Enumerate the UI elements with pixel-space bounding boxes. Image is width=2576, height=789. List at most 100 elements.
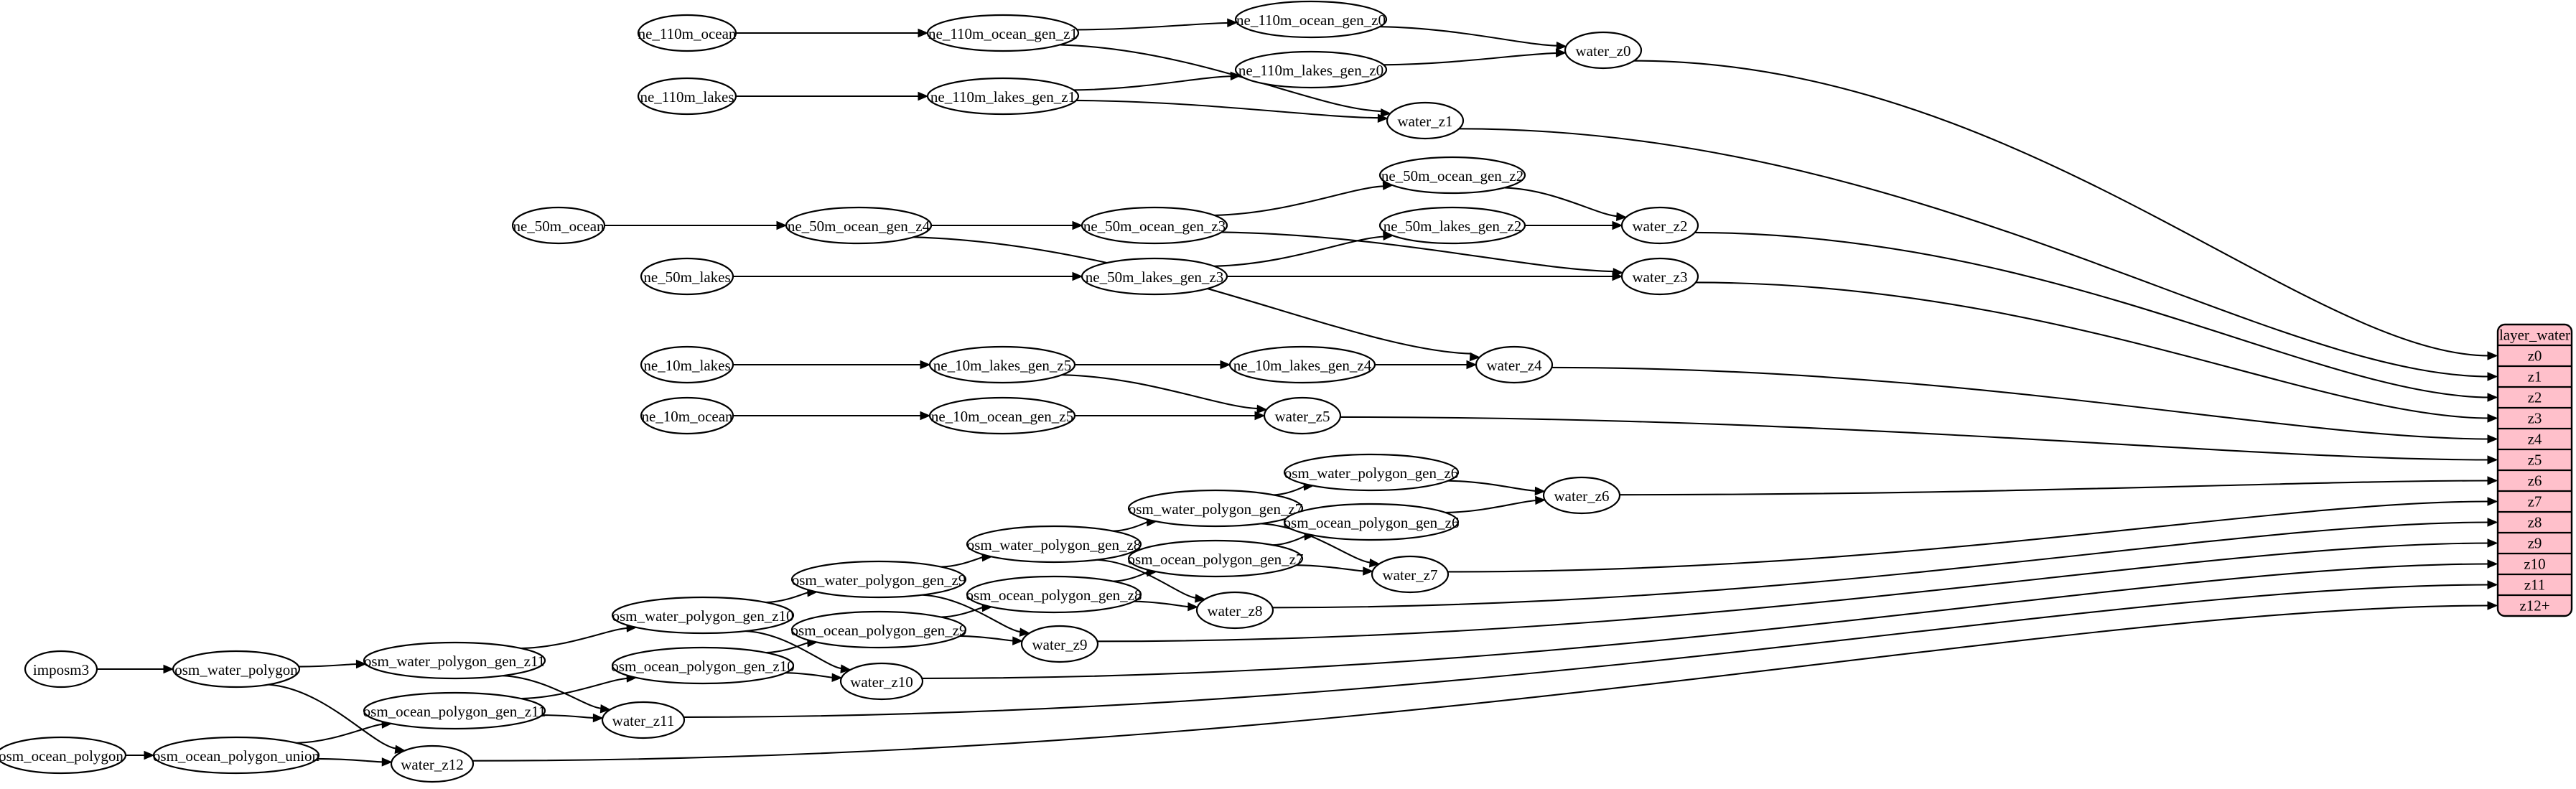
node-label: osm_water_polygon_gen_z9 — [792, 571, 966, 589]
node-ne_110m_ocean_gen_z1[interactable]: ne_110m_ocean_gen_z1 — [926, 14, 1080, 52]
node-osm_water_polygon_gen_z10[interactable]: osm_water_polygon_gen_z10 — [611, 596, 795, 635]
node-ne_50m_lakes_gen_z2[interactable]: ne_50m_lakes_gen_z2 — [1378, 206, 1526, 245]
record-row-z4[interactable]: z4 — [2528, 431, 2542, 448]
node-water_z2[interactable]: water_z2 — [1620, 206, 1699, 245]
edge-osm_water_polygon_gen_z11-to-water_z11 — [503, 675, 612, 714]
node-water_z5[interactable]: water_z5 — [1263, 396, 1342, 435]
node-osm_water_polygon_gen_z9[interactable]: osm_water_polygon_gen_z9 — [790, 560, 967, 599]
node-label: osm_ocean_polygon_union — [153, 747, 320, 765]
node-ne_110m_ocean[interactable]: ne_110m_ocean — [637, 14, 737, 52]
node-ne_10m_lakes[interactable]: ne_10m_lakes — [640, 345, 734, 384]
node-label: water_z6 — [1554, 487, 1610, 505]
node-ne_110m_lakes_gen_z0[interactable]: ne_110m_lakes_gen_z0 — [1234, 50, 1388, 89]
node-water_z3[interactable]: water_z3 — [1620, 257, 1699, 296]
node-ne_50m_ocean[interactable]: ne_50m_ocean — [511, 206, 606, 245]
node-osm_ocean_polygon_gen_z10[interactable]: osm_ocean_polygon_gen_z10 — [611, 646, 795, 685]
node-water_z1[interactable]: water_z1 — [1386, 101, 1465, 140]
node-ne_50m_lakes_gen_z3[interactable]: ne_50m_lakes_gen_z3 — [1081, 257, 1228, 296]
node-osm_ocean_polygon_gen_z9[interactable]: osm_ocean_polygon_gen_z9 — [791, 610, 967, 649]
node-ne_10m_ocean_gen_z5[interactable]: ne_10m_ocean_gen_z5 — [928, 396, 1076, 435]
edge-osm_ocean_polygon_union-to-water_z12 — [317, 757, 393, 767]
node-label: water_z5 — [1275, 408, 1330, 425]
node-ne_10m_ocean[interactable]: ne_10m_ocean — [640, 396, 734, 435]
edge-ne_110m_lakes-to-ne_110m_lakes_gen_z1 — [736, 91, 929, 101]
node-osm_water_polygon[interactable]: osm_water_polygon — [172, 650, 301, 688]
node-ne_50m_ocean_gen_z3[interactable]: ne_50m_ocean_gen_z3 — [1081, 206, 1228, 245]
node-osm_water_polygon_gen_z8[interactable]: osm_water_polygon_gen_z8 — [966, 525, 1142, 564]
edge-osm_water_polygon_gen_z9-to-water_z9 — [922, 594, 1031, 637]
node-label: osm_ocean_polygon_gen_z8 — [966, 587, 1142, 604]
record-row-z6[interactable]: z6 — [2528, 472, 2542, 490]
node-osm_ocean_polygon_gen_z7[interactable]: osm_ocean_polygon_gen_z7 — [1128, 539, 1304, 578]
record-row-z2[interactable]: z2 — [2528, 389, 2542, 406]
edge-water_z8-to-layer_water_z8 — [1272, 518, 2498, 609]
node-label: osm_water_polygon_gen_z8 — [967, 536, 1142, 554]
record-row-z0[interactable]: z0 — [2528, 347, 2542, 365]
node-water_z4[interactable]: water_z4 — [1475, 345, 1554, 384]
node-ne_110m_lakes_gen_z1[interactable]: ne_110m_lakes_gen_z1 — [926, 77, 1080, 116]
node-label: osm_ocean_polygon_gen_z10 — [611, 658, 794, 675]
node-label: water_z9 — [1032, 636, 1088, 653]
edge-ne_110m_ocean_gen_z0-to-water_z0 — [1379, 26, 1567, 51]
edge-water_z2-to-layer_water_z2 — [1694, 231, 2498, 402]
record-row-z8[interactable]: z8 — [2528, 514, 2542, 531]
record-node-layer-water[interactable]: layer_water z0 z1 z2 z3 z4 z5 z6 z7 z8 z9 z10 z11 z12… — [2496, 323, 2573, 617]
node-ne_10m_lakes_gen_z5[interactable]: ne_10m_lakes_gen_z5 — [928, 345, 1076, 384]
node-osm_ocean_polygon_gen_z8[interactable]: osm_ocean_polygon_gen_z8 — [966, 575, 1142, 614]
edge-ne_50m_ocean-to-ne_50m_ocean_gen_z4 — [605, 220, 788, 230]
node-water_z11[interactable]: water_z11 — [601, 701, 686, 739]
node-water_z12[interactable]: water_z12 — [390, 744, 475, 783]
edge-ne_110m_lakes_gen_z0-to-water_z0 — [1383, 48, 1567, 66]
node-osm_water_polygon_gen_z11[interactable]: osm_water_polygon_gen_z11 — [363, 641, 546, 680]
edge-ne_10m_lakes_gen_z5-to-ne_10m_lakes_gen_z4 — [1075, 360, 1231, 370]
node-ne_50m_ocean_gen_z2[interactable]: ne_50m_ocean_gen_z2 — [1378, 156, 1526, 195]
node-water_z8[interactable]: water_z8 — [1195, 591, 1274, 630]
node-label: water_z1 — [1398, 113, 1453, 130]
node-label: water_z7 — [1383, 566, 1438, 584]
record-row-z1[interactable]: z1 — [2528, 368, 2542, 386]
edge-water_z6-to-layer_water_z6 — [1619, 476, 2498, 496]
node-label: ne_110m_lakes_gen_z1 — [930, 88, 1075, 106]
record-row-z9[interactable]: z9 — [2528, 535, 2542, 552]
edge-water_z4-to-layer_water_z4 — [1551, 366, 2498, 444]
node-label: ne_110m_lakes_gen_z0 — [1238, 62, 1383, 79]
node-label: water_z2 — [1633, 218, 1688, 235]
node-label: ne_50m_ocean_gen_z2 — [1381, 167, 1523, 185]
node-water_z0[interactable]: water_z0 — [1564, 31, 1643, 70]
record-title: layer_water — [2499, 327, 2570, 344]
edge-osm_ocean_polygon_gen_z6-to-water_z6 — [1445, 495, 1546, 514]
record-row-z11[interactable]: z11 — [2524, 576, 2546, 594]
edge-osm_water_polygon_gen_z10-to-water_z10 — [745, 630, 851, 673]
node-water_z7[interactable]: water_z7 — [1371, 555, 1450, 594]
node-ne_10m_lakes_gen_z4[interactable]: ne_10m_lakes_gen_z4 — [1228, 345, 1376, 384]
node-ne_50m_lakes[interactable]: ne_50m_lakes — [640, 257, 734, 296]
node-osm_ocean_polygon_gen_z11[interactable]: osm_ocean_polygon_gen_z11 — [363, 691, 546, 730]
record-row-z3[interactable]: z3 — [2528, 410, 2542, 427]
record-row-z5[interactable]: z5 — [2528, 452, 2542, 469]
record-row-z7[interactable]: z7 — [2528, 493, 2542, 510]
edge-ne_50m_lakes_gen_z3-to-water_z3 — [1227, 271, 1623, 281]
edge-imposm3-to-osm_water_polygon — [97, 664, 174, 674]
edge-ne_50m_ocean_gen_z2-to-water_z2 — [1504, 187, 1628, 221]
node-imposm3[interactable]: imposm3 — [24, 650, 98, 688]
node-label: ne_10m_lakes — [643, 357, 730, 374]
node-water_z10[interactable]: water_z10 — [839, 662, 924, 701]
node-osm_ocean_polygon_gen_z6[interactable]: osm_ocean_polygon_gen_z6 — [1284, 503, 1460, 541]
record-row-z12plus[interactable]: z12+ — [2519, 597, 2549, 615]
node-water_z9[interactable]: water_z9 — [1020, 625, 1099, 663]
node-label: ne_10m_lakes_gen_z5 — [933, 357, 1071, 374]
node-water_z6[interactable]: water_z6 — [1542, 476, 1621, 515]
node-osm_ocean_polygon[interactable]: osm_ocean_polygon — [0, 736, 127, 775]
edge-water_z10-to-layer_water_z10 — [922, 559, 2498, 679]
edge-osm_ocean_polygon-to-osm_ocean_polygon_union — [126, 750, 155, 760]
node-ne_50m_ocean_gen_z4[interactable]: ne_50m_ocean_gen_z4 — [785, 206, 933, 245]
node-ne_110m_ocean_gen_z0[interactable]: ne_110m_ocean_gen_z0 — [1234, 0, 1388, 39]
node-osm_water_polygon_gen_z7[interactable]: osm_water_polygon_gen_z7 — [1127, 489, 1304, 528]
node-label: ne_10m_ocean — [641, 408, 733, 425]
node-osm_water_polygon_gen_z6[interactable]: osm_water_polygon_gen_z6 — [1283, 453, 1460, 492]
node-layer: ne_110m_ocean ne_110m_ocean_gen_z1 ne_110m… — [0, 0, 1699, 783]
node-osm_ocean_polygon_union[interactable]: osm_ocean_polygon_union — [152, 736, 320, 775]
node-ne_110m_lakes[interactable]: ne_110m_lakes — [637, 77, 737, 116]
record-row-z10[interactable]: z10 — [2524, 556, 2545, 573]
node-label: osm_water_polygon — [174, 661, 298, 678]
